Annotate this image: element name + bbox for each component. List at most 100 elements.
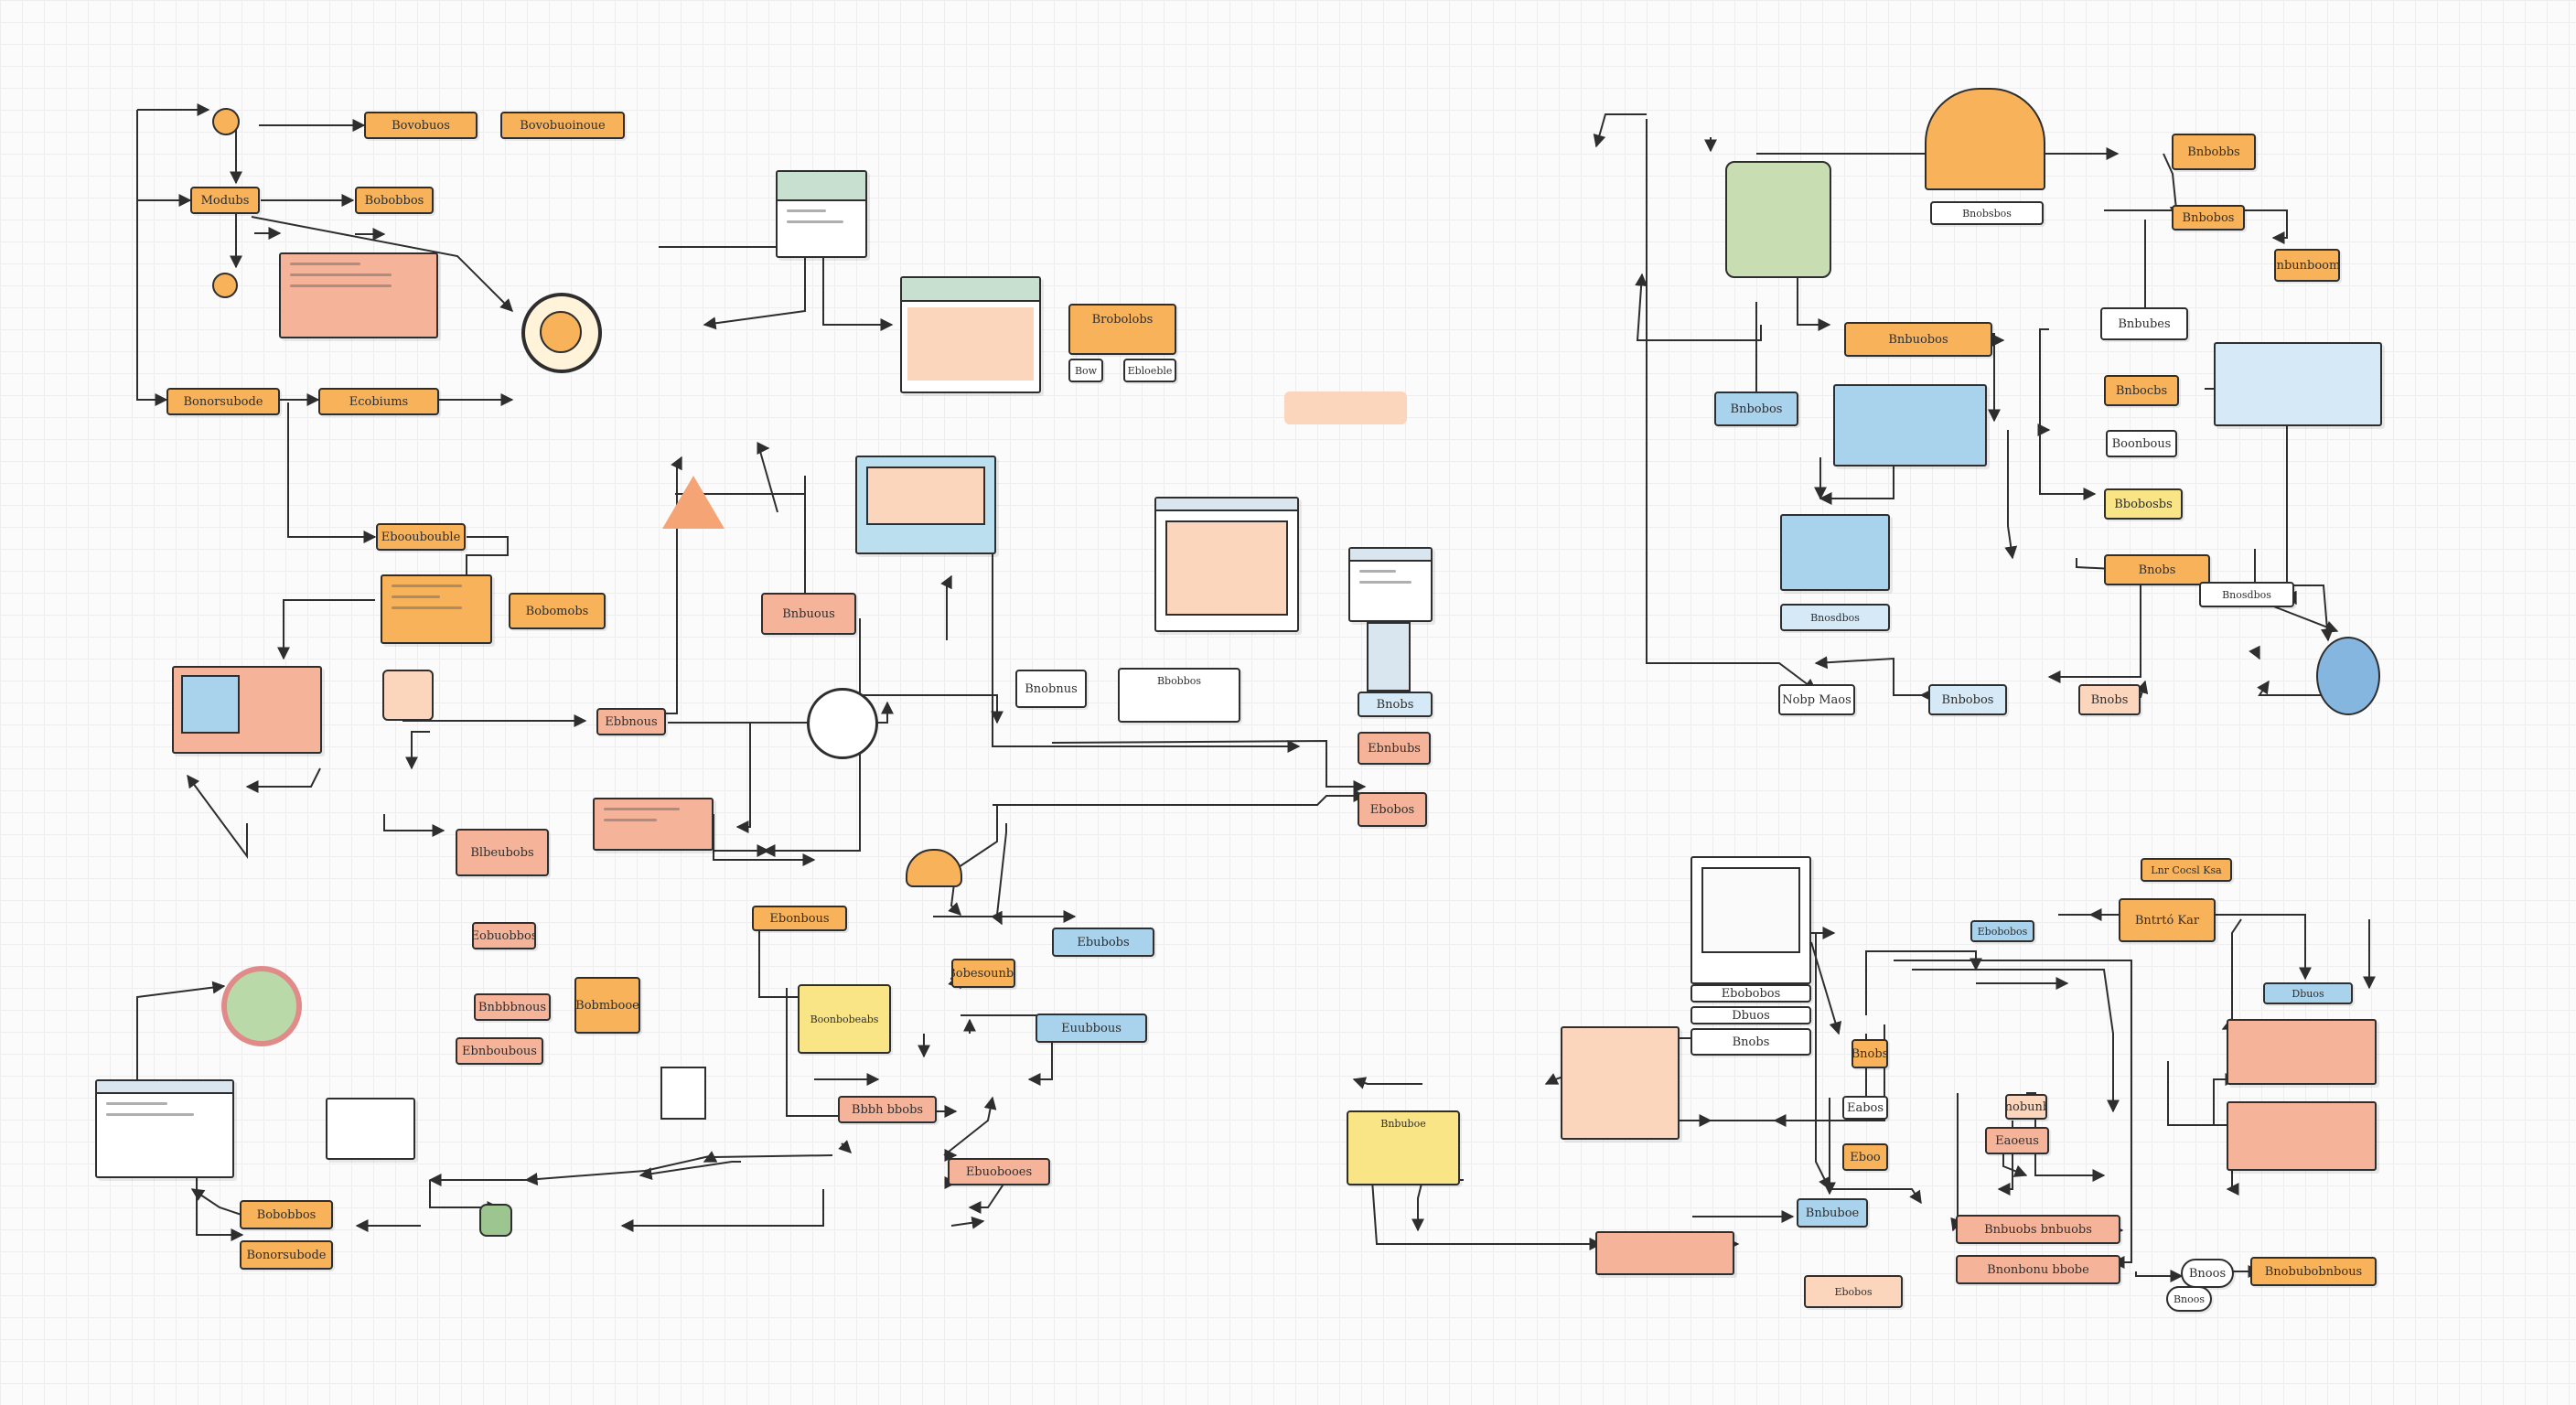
node-bnbocbs[interactable]: Bnbocbs: [2104, 375, 2179, 406]
node-ebnbubs[interactable]: Ebnbubs: [1358, 732, 1431, 765]
player-panel-b: [2227, 1101, 2377, 1171]
node-bbbh-bbobs[interactable]: Bbbh bbobs: [838, 1096, 937, 1123]
node-bnbuboe[interactable]: Bnbuboe: [1797, 1198, 1868, 1228]
target-icon: [521, 293, 602, 373]
node-bnbobos-3[interactable]: Bnbobos: [1928, 684, 2007, 715]
node-bnosdbos-a[interactable]: Bnosdbos: [1780, 604, 1890, 631]
node-ecobiums[interactable]: Ecobiums: [318, 388, 439, 415]
node-bobesounbs[interactable]: Bobesounbs: [951, 959, 1015, 988]
bag-icon: [1284, 391, 1407, 424]
node-bnonbonu-bbobe[interactable]: Bnonbonu bbobe: [1956, 1255, 2120, 1284]
node-euubbous[interactable]: Euubbous: [1036, 1014, 1147, 1043]
checklist-panel: [381, 574, 492, 644]
grid-icon: [382, 670, 434, 721]
node-bnbobbs[interactable]: Bnbobbs: [2172, 134, 2256, 170]
image-panel-c: [1348, 547, 1433, 622]
node-bnbubes[interactable]: Bnbubes: [2100, 307, 2188, 340]
node-bntrto-kar[interactable]: Bntrtó Kar: [2119, 898, 2216, 942]
node-bbobosbs[interactable]: Bbobosbs: [2104, 488, 2183, 520]
node-ebubobs[interactable]: Ebubobs: [1052, 928, 1154, 957]
node-computer-row-3[interactable]: Bnobs: [1690, 1028, 1811, 1056]
node-ebooubouble[interactable]: Ebooubouble: [376, 523, 466, 551]
form-panel-a: [900, 276, 1041, 393]
node-eobuobbos[interactable]: Eobuobbos: [472, 922, 536, 949]
list-panel-a: [593, 798, 714, 851]
house-icon: [660, 1067, 706, 1120]
server-icon: [1367, 622, 1411, 692]
node-bow[interactable]: Bow: [1068, 359, 1103, 382]
node-lnr-cocsl-ksa[interactable]: Lnr Cocsl Ksa: [2141, 858, 2232, 882]
node-bbobbos[interactable]: Bbobbos: [1118, 668, 1240, 723]
node-computer-row-2[interactable]: Dbuos: [1690, 1006, 1811, 1024]
node-bnbbbnous[interactable]: Bnbbbnous: [474, 993, 551, 1021]
node-bnosdbos[interactable]: Bnosdbos: [2199, 582, 2294, 607]
image-panel-a: [855, 456, 996, 554]
node-eaoeus[interactable]: Eaoeus: [1985, 1127, 2049, 1154]
node-bnobubobnbous[interactable]: Bnobubobnbous: [2250, 1257, 2377, 1286]
computer-panel: [1690, 856, 1811, 984]
node-bobmbooe[interactable]: Bobmbooe: [574, 977, 640, 1034]
node-eabos[interactable]: Eabos: [1842, 1096, 1888, 1120]
node-bobomobs[interactable]: Bobomobs: [509, 593, 606, 629]
node-ebnboubous[interactable]: Ebnboubous: [456, 1037, 543, 1065]
node-bl-2[interactable]: Bonorsubode: [240, 1240, 333, 1270]
node-bnbuobos[interactable]: Bnbuobos: [1844, 322, 1992, 357]
node-bnbuous[interactable]: Bnbuous: [761, 593, 856, 635]
node-computer-row-1[interactable]: Ebobobos: [1690, 984, 1811, 1003]
node-bnobs-br[interactable]: Bnobs: [1852, 1039, 1888, 1068]
node-bl-1[interactable]: Bobobbos: [240, 1200, 333, 1229]
cube-icon: [1725, 161, 1831, 278]
node-ebbnous[interactable]: Ebbnous: [596, 708, 666, 735]
node-boonbobeabs[interactable]: Boonbobeabs: [798, 984, 891, 1054]
doc-panel-b: [326, 1098, 415, 1160]
node-ebloeble[interactable]: Ebloeble: [1123, 359, 1176, 382]
node-ebonbous[interactable]: Ebonbous: [752, 906, 847, 931]
lightbulb-icon: [212, 108, 240, 135]
node-bnbobos[interactable]: Bnbobos: [2172, 205, 2245, 231]
node-bovobuoinoue[interactable]: Bovobuoinoue: [500, 112, 625, 139]
folder-panel: [1780, 514, 1890, 591]
node-dbuos[interactable]: Dbuos: [2263, 982, 2353, 1004]
node-boonbous[interactable]: Boonbous: [2106, 430, 2177, 457]
image-panel-d: [172, 666, 322, 754]
node-nobp-maos[interactable]: Nobp Maos: [1778, 684, 1855, 715]
node-bnbobos-2[interactable]: Bnbobos: [1714, 391, 1798, 426]
node-brobolobs[interactable]: Brobolobs: [1068, 304, 1176, 355]
pot-icon: [1925, 88, 2045, 190]
keyboard-panel: [1833, 384, 1987, 467]
node-bnobs[interactable]: Bnobs: [1358, 692, 1433, 717]
node-bobobbos[interactable]: Bobobbos: [355, 187, 434, 214]
node-modubs[interactable]: Modubs: [190, 187, 260, 214]
node-bnobs-tr[interactable]: Bnobs: [2104, 554, 2210, 585]
compass-icon: [807, 688, 878, 759]
profile-card: [279, 252, 438, 338]
node-bovobuos[interactable]: Bovobuos: [364, 112, 478, 139]
node-bell-list[interactable]: Bnbuboe: [1347, 1110, 1460, 1185]
node-ebuobooes[interactable]: Ebuobooes: [948, 1158, 1050, 1185]
gear-icon: [212, 273, 238, 298]
arrow-panel: [2214, 342, 2382, 426]
lock-icon: [479, 1204, 512, 1237]
image-panel-b: [1154, 497, 1299, 632]
node-bnoos-2[interactable]: Bnoos: [2166, 1286, 2212, 1312]
node-bnbunbooms[interactable]: Bnbunbooms: [2274, 249, 2340, 282]
note-panel-br: [1595, 1231, 1734, 1275]
node-bnobs-tr-2[interactable]: Bnobs: [2078, 684, 2141, 715]
node-bonorsubode[interactable]: Bonorsubode: [166, 388, 280, 415]
lab-panel: [1561, 1026, 1680, 1140]
node-ebobos[interactable]: Ebobos: [1358, 792, 1427, 827]
info-panel-a: [776, 170, 867, 258]
node-bnbuobs-bnbuobs[interactable]: Bnbuobs bnbuobs: [1956, 1215, 2120, 1244]
node-bnoos[interactable]: Bnoos: [2181, 1259, 2234, 1288]
node-bnobunbs[interactable]: Bnobunbs: [2005, 1094, 2047, 1120]
node-eboo[interactable]: Eboo: [1842, 1143, 1888, 1171]
node-bnobsbos[interactable]: Bnobsbos: [1930, 201, 2044, 225]
node-blbeubobs[interactable]: Blbeubobs: [456, 829, 549, 876]
bell-icon: [906, 849, 962, 887]
target-inner-icon: [540, 311, 582, 353]
target-bl-icon: [221, 966, 302, 1046]
node-ebobos-br[interactable]: Ebobos: [1804, 1275, 1903, 1308]
node-ebobobos[interactable]: Ebobobos: [1970, 920, 2034, 942]
node-bnobnus[interactable]: Bnobnus: [1015, 670, 1087, 708]
droplet-icon: [2316, 637, 2380, 715]
